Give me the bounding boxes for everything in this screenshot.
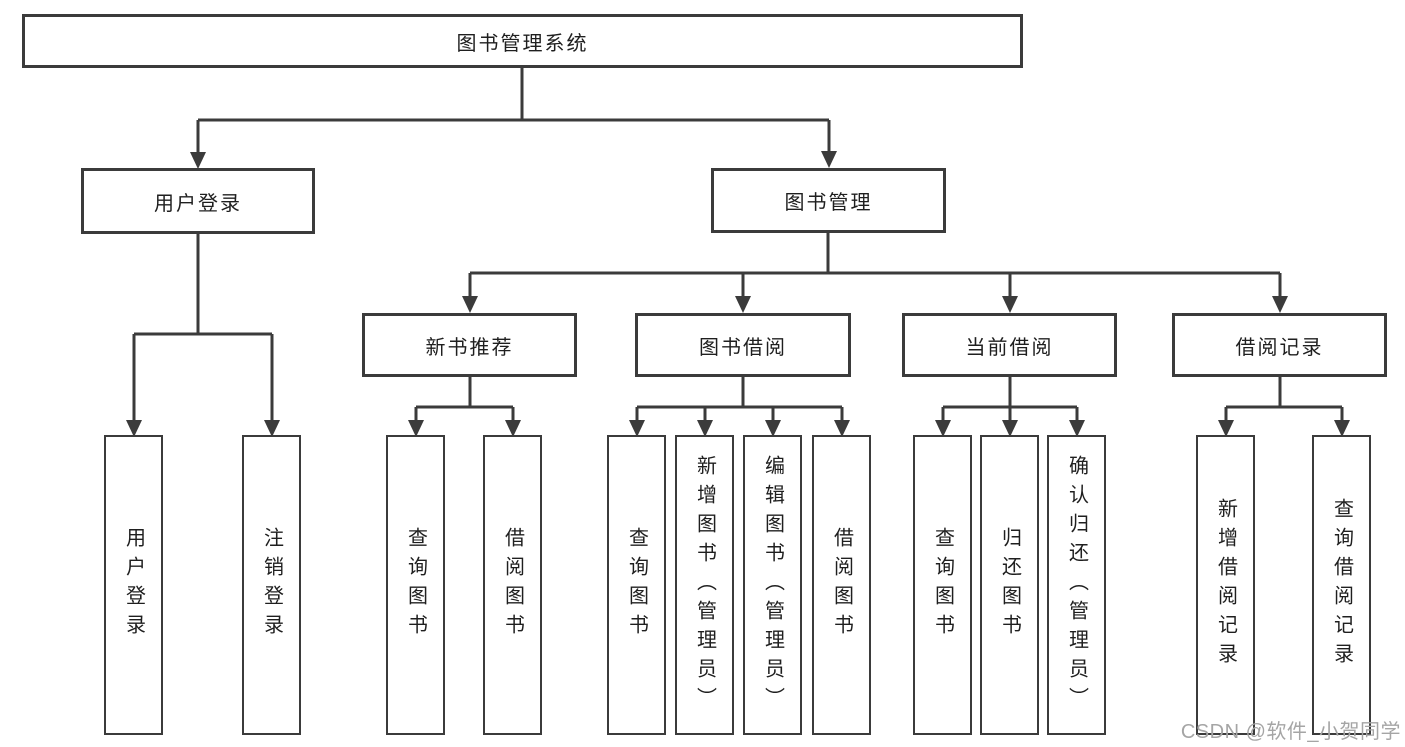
leaf-label: 查询图书 bbox=[404, 527, 427, 643]
leaf-edit-book-admin: 编辑图书（管理员） bbox=[743, 435, 802, 735]
leaf-label: 借阅图书 bbox=[830, 527, 853, 643]
leaf-label: 新增借阅记录 bbox=[1214, 498, 1237, 672]
node-user-login: 用户登录 bbox=[81, 168, 315, 234]
leaf-query-borrow-record: 查询借阅记录 bbox=[1312, 435, 1371, 735]
leaf-label: 查询借阅记录 bbox=[1330, 498, 1353, 672]
leaf-return-book: 归还图书 bbox=[980, 435, 1039, 735]
leaf-label: 注销登录 bbox=[260, 527, 283, 643]
node-borrow-records: 借阅记录 bbox=[1172, 313, 1387, 377]
node-book-management: 图书管理 bbox=[711, 168, 946, 233]
node-library-system: 图书管理系统 bbox=[22, 14, 1023, 68]
leaf-logout: 注销登录 bbox=[242, 435, 301, 735]
node-label: 图书管理 bbox=[784, 192, 873, 214]
node-label: 当前借阅 bbox=[965, 336, 1054, 359]
node-label: 图书借阅 bbox=[699, 336, 787, 359]
leaf-confirm-return-admin: 确认归还（管理员） bbox=[1047, 435, 1106, 735]
csdn-watermark: CSDN @软件_小贺同学 bbox=[1180, 721, 1401, 743]
leaf-label: 借阅图书 bbox=[501, 527, 524, 643]
node-current-borrow: 当前借阅 bbox=[902, 313, 1117, 377]
node-label: 新书推荐 bbox=[425, 336, 514, 359]
leaf-user-login: 用户登录 bbox=[104, 435, 163, 735]
node-label: 图书管理系统 bbox=[456, 32, 589, 55]
node-label: 借阅记录 bbox=[1235, 336, 1324, 359]
leaf-borrow-book: 借阅图书 bbox=[812, 435, 871, 735]
leaf-label: 新增图书（管理员） bbox=[693, 454, 716, 716]
leaf-add-borrow-record: 新增借阅记录 bbox=[1196, 435, 1255, 735]
node-new-book-recommend: 新书推荐 bbox=[362, 313, 577, 377]
leaf-label: 确认归还（管理员） bbox=[1065, 454, 1088, 716]
leaf-query-book-borrow: 查询图书 bbox=[607, 435, 666, 735]
leaf-label: 用户登录 bbox=[122, 527, 145, 643]
leaf-borrow-book-recommend: 借阅图书 bbox=[483, 435, 542, 735]
node-label: 用户登录 bbox=[154, 192, 242, 215]
leaf-label: 编辑图书（管理员） bbox=[761, 454, 784, 716]
leaf-query-book-current: 查询图书 bbox=[913, 435, 972, 735]
leaf-add-book-admin: 新增图书（管理员） bbox=[675, 435, 734, 735]
leaf-query-book-recommend: 查询图书 bbox=[386, 435, 445, 735]
leaf-label: 查询图书 bbox=[625, 527, 648, 643]
leaf-label: 查询图书 bbox=[931, 527, 954, 643]
leaf-label: 归还图书 bbox=[998, 527, 1021, 643]
node-book-borrow: 图书借阅 bbox=[635, 313, 851, 377]
